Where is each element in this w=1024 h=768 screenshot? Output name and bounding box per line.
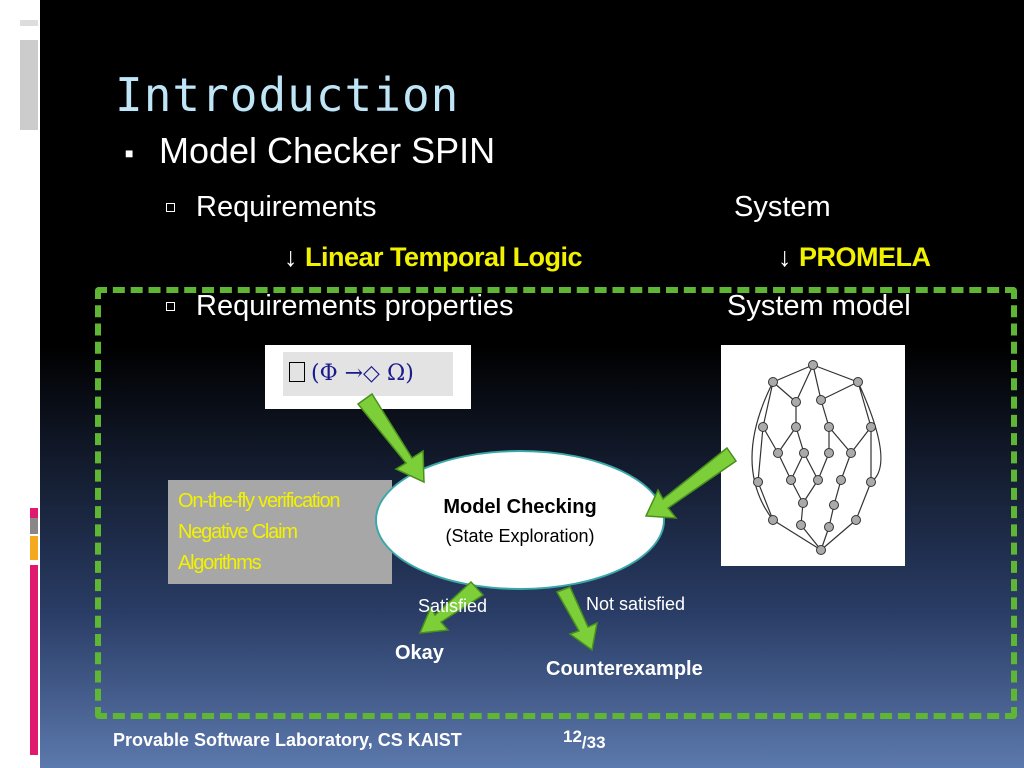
formula-text: (Φ →◇ Ω) bbox=[311, 361, 414, 386]
ltl-label: Linear Temporal Logic bbox=[305, 242, 583, 272]
dashed-frame bbox=[95, 287, 1017, 719]
model-checking-title: Model Checking bbox=[443, 496, 597, 518]
hollow-square-bullet-icon bbox=[166, 203, 175, 212]
slide-title: Introduction bbox=[115, 68, 460, 122]
requirements-properties-label: Requirements properties bbox=[196, 290, 514, 322]
note-on-the-fly: On-the-fly verification bbox=[178, 490, 341, 512]
down-arrow-icon: ↓ bbox=[778, 242, 792, 272]
left-decoration bbox=[0, 0, 40, 768]
footer-text: Provable Software Laboratory, CS KAIST bbox=[113, 730, 462, 750]
model-checking-subtitle: (State Exploration) bbox=[445, 526, 595, 546]
ltl-line: ↓ Linear Temporal Logic bbox=[284, 242, 583, 273]
note-negative-claim: Negative Claim bbox=[178, 521, 298, 543]
verification-notes: On-the-fly verification Negative Claim A… bbox=[168, 480, 392, 584]
system-label: System bbox=[734, 191, 831, 223]
state-graph-image bbox=[721, 345, 905, 566]
model-to-checker-arrow bbox=[644, 446, 738, 519]
satisfied-label: Satisfied bbox=[418, 596, 488, 616]
page-number: 12/33 bbox=[563, 727, 606, 752]
requirements-label: Requirements bbox=[196, 191, 377, 223]
formula: (Φ →◇ Ω) bbox=[283, 352, 453, 396]
down-arrow-icon: ↓ bbox=[284, 242, 298, 272]
square-bullet-icon: ■ bbox=[125, 145, 134, 161]
not-satisfied-label: Not satisfied bbox=[586, 594, 686, 614]
box-operator-icon bbox=[289, 362, 305, 382]
system-model-label: System model bbox=[727, 290, 911, 322]
main-bullet-text: Model Checker SPIN bbox=[159, 130, 496, 171]
note-algorithms: Algorithms bbox=[178, 552, 262, 574]
satisfied-arrow bbox=[418, 580, 485, 634]
state-graph-icon bbox=[751, 360, 882, 555]
counterexample-label: Counterexample bbox=[546, 658, 703, 680]
hollow-square-bullet-icon bbox=[166, 302, 175, 311]
page-current: 12 bbox=[563, 727, 582, 746]
promela-line: ↓ PROMELA bbox=[778, 242, 931, 273]
promela-label: PROMELA bbox=[799, 242, 931, 272]
not-satisfied-arrow bbox=[555, 586, 598, 652]
page-total: /33 bbox=[581, 733, 606, 752]
formula-to-checker-arrow bbox=[356, 392, 425, 484]
okay-label: Okay bbox=[395, 642, 444, 664]
